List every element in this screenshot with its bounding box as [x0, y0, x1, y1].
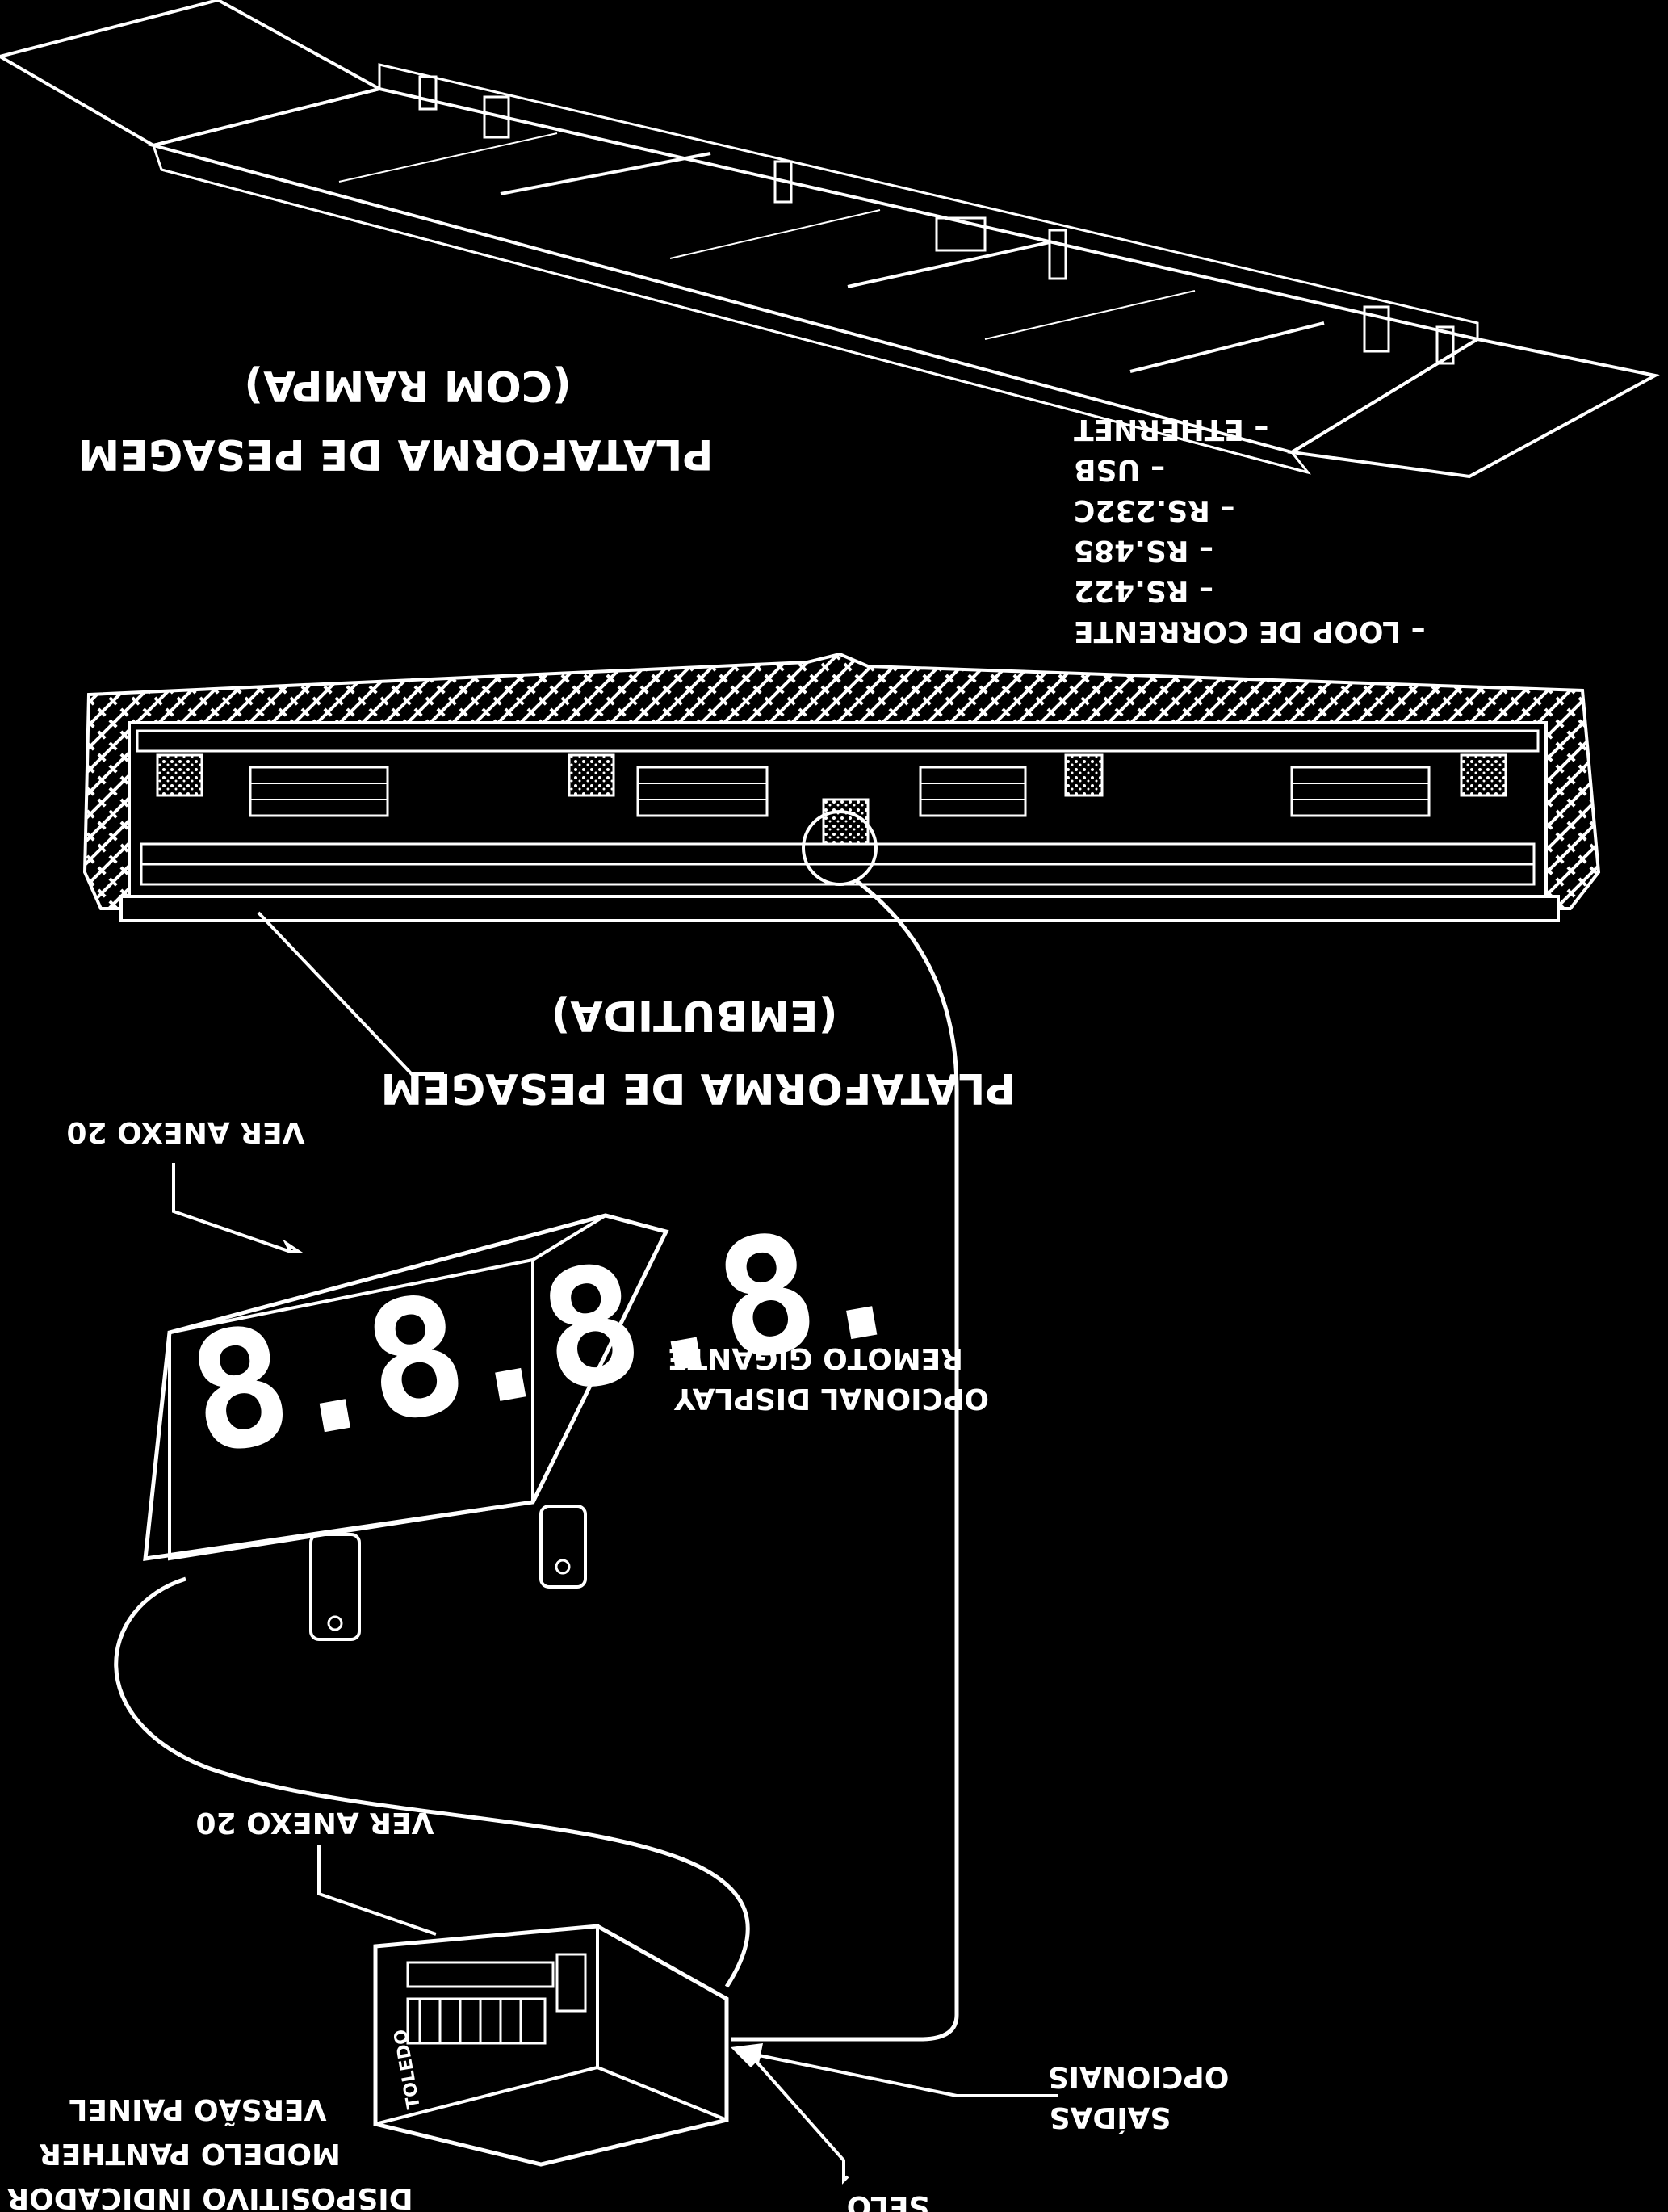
giant-display-digits: 8.8.8.8.: [176, 1182, 911, 1492]
output-item: – LOOP DE CORRENTE: [1074, 615, 1426, 648]
giant-display-drawing: VER ANEXO 20 8.8.8.8. REMOTO GIGANTE OPC…: [67, 1115, 989, 1641]
output-item: – RS.232C: [1074, 493, 1234, 527]
embedded-platform-drawing: (EMBUTIDA) PLATAFORMA DE PESAGEM: [82, 652, 1601, 1112]
ramp-platform-drawing: (COM RAMPA) PLATAFORMA DE PESAGEM: [0, 0, 1660, 479]
indicator-label-3: DISPOSITIVO INDICADOR: [6, 2181, 413, 2212]
indicator-label-1: VERSÃO PAINEL: [69, 2092, 326, 2126]
giant-display-ref: VER ANEXO 20: [67, 1115, 305, 1148]
ramp-platform-title: PLATAFORMA DE PESAGEM: [78, 430, 713, 478]
output-item: – ETHERNET: [1074, 413, 1269, 446]
seal-label: SELO: [847, 2189, 930, 2212]
output-item: – RS.422: [1074, 574, 1213, 607]
embedded-platform-title: PLATAFORMA DE PESAGEM: [380, 1064, 1016, 1112]
giant-display-label-1: REMOTO GIGANTE: [668, 1341, 963, 1375]
embedded-platform-subtitle: (EMBUTIDA): [551, 991, 838, 1039]
seal-callout: SELO: [731, 2047, 929, 2212]
outputs-title-2: OPCIONAIS: [1048, 2060, 1230, 2093]
outputs-list: – LOOP DE CORRENTE – RS.422 – RS.485 – RS.2…: [1074, 413, 1426, 648]
output-item: – USB: [1074, 453, 1165, 486]
ramp-platform-subtitle: (COM RAMPA): [244, 361, 571, 409]
giant-display-label-2: OPCIONAL DISPLAY: [673, 1382, 989, 1415]
outputs-title-1: SAÍDAS: [1050, 2101, 1171, 2134]
output-item: – RS.485: [1074, 534, 1213, 567]
indicator-ref: VER ANEXO 20: [196, 1806, 434, 1839]
indicator-label-2: MODELO PANTHER: [39, 2137, 341, 2170]
outputs-callout: SAÍDAS OPCIONAIS – LOOP DE CORRENTE – RS.…: [731, 413, 1426, 2134]
indicator-drawing: VER ANEXO 20 TOLEDO VERSÃO PAINEL MODELO…: [6, 1806, 729, 2212]
